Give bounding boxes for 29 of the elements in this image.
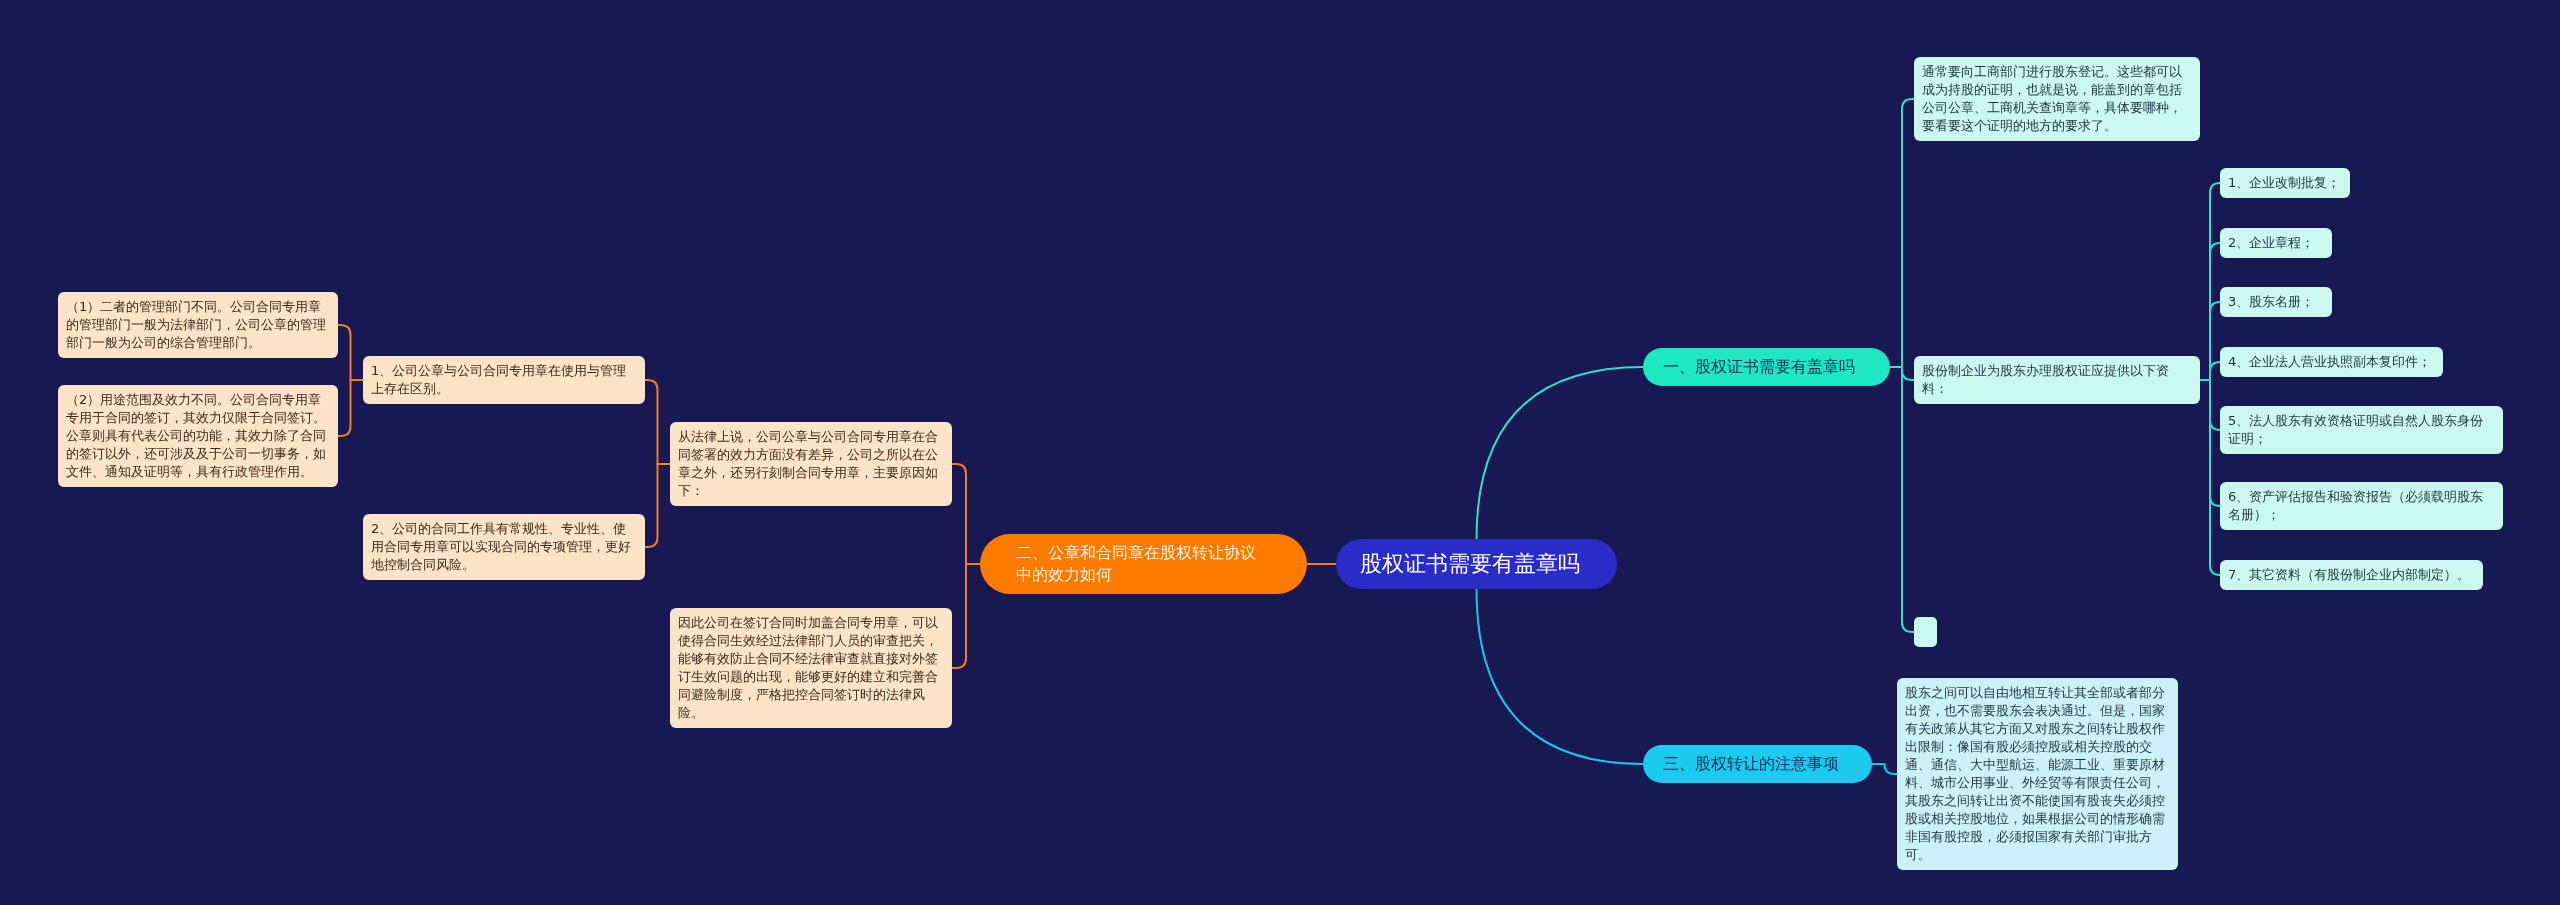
subtopic-box: 6、资产评估报告和验资报告（必须载明股东名册）； — [2220, 482, 2503, 530]
subtopic-box: 2、企业章程； — [2220, 228, 2332, 258]
subtopic-box: 股份制企业为股东办理股权证应提供以下资料： — [1914, 356, 2200, 404]
subtopic-box: （1）二者的管理部门不同。公司合同专用章的管理部门一般为法律部门，公司公章的管理部门一般为公司的综合管理部门。 — [58, 292, 338, 358]
connector-line — [1475, 366, 1644, 540]
branch-topic: 二、公章和合同章在股权转让协议中的效力如何 — [980, 534, 1307, 594]
connector-line — [2199, 379, 2221, 576]
subtopic-box: 1、公司公章与公司合同专用章在使用与管理上存在区别。 — [363, 356, 645, 404]
connector-line — [1475, 588, 1644, 765]
subtopic-box: 2、公司的合同工作具有常规性、专业性、使用合同专用章可以实现合同的专项管理，更好地控制合同风险。 — [363, 514, 645, 580]
subtopic-box: 4、企业法人营业执照副本复印件； — [2220, 347, 2443, 377]
branch-topic: 一、股权证书需要有盖章吗 — [1643, 348, 1890, 386]
empty-box — [1914, 617, 1937, 647]
subtopic-box: 5、法人股东有效资格证明或自然人股东身份证明； — [2220, 406, 2503, 454]
subtopic-box: 1、企业改制批复； — [2220, 168, 2350, 198]
central-topic: 股权证书需要有盖章吗 — [1336, 539, 1617, 589]
subtopic-box: 从法律上说，公司公章与公司合同专用章在合同签署的效力方面没有差异，公司之所以在公章之外，还另行刻制合同专用章，主要原因如下： — [670, 422, 952, 506]
connector-line — [1889, 366, 1915, 633]
branch-topic: 三、股权转让的注意事项 — [1643, 745, 1872, 783]
subtopic-box: 通常要向工商部门进行股东登记。这些都可以成为持股的证明，也就是说，能盖到的章包括公司公章、工商机关查询章等，具体要哪种，要看要这个证明的地方的要求了。 — [1914, 57, 2200, 141]
subtopic-box: 3、股东名册； — [2220, 287, 2332, 317]
subtopic-box: 7、其它资料（有股份制企业内部制定）。 — [2220, 560, 2483, 590]
subtopic-box: （2）用途范围及效力不同。公司合同专用章专用于合同的签订，其效力仅限于合同签订。公章则具有代表公司的功能，其效力除了合同的签订以外，还可涉及及于公司一切事务，如文件、通知及证明等，具有行政管理作用。 — [58, 385, 338, 487]
connector-line — [1871, 763, 1898, 775]
connector-line — [337, 379, 364, 437]
connector-line — [644, 463, 671, 548]
subtopic-box: 因此公司在签订合同时加盖合同专用章，可以使得合同生效经过法律部门人员的审查把关，能够有效防止合同不经法律审查就直接对外签订生效问题的出现，能够更好的建立和完善合同避险制度，严格把控合同签订时的法律风险。 — [670, 608, 952, 728]
connector-line — [1306, 563, 1337, 565]
subtopic-box: 股东之间可以自由地相互转让其全部或者部分出资，也不需要股东会表决通过。但是，国家有关政策从其它方面又对股东之间转让股权作出限制：像国有股必须控股或相关控股的交通、通信、大中型航运、能源工业、重要原材料、城市公用事业、外经贸等有限责任公司，其股东之间转让出资不能使国有股丧失必须控股或相关控股地位，如果根据公司的情形确需非国有股控股，必须报国家有关部门审批方可。 — [1897, 678, 2178, 870]
